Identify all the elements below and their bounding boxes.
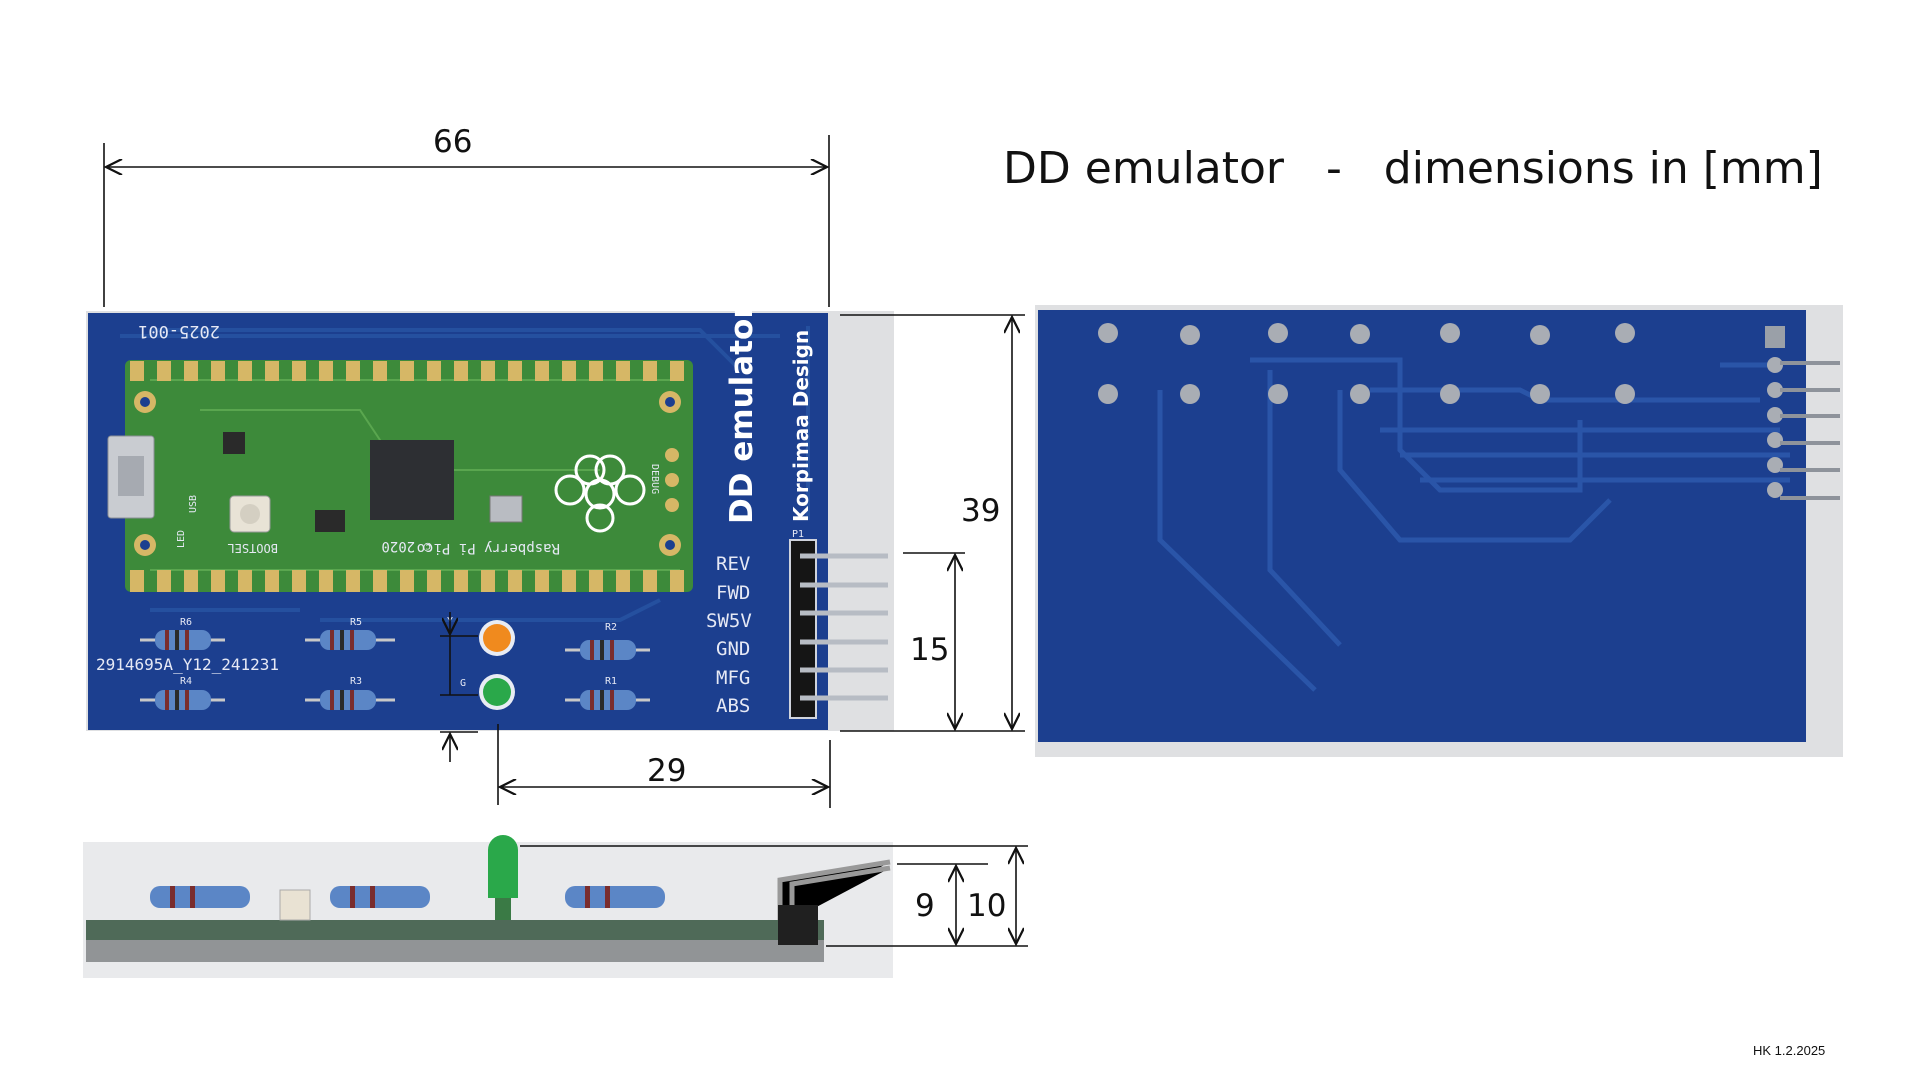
pin-label-sw5v: SW5V [706, 610, 752, 632]
resistor-label-r5: R5 [350, 617, 362, 628]
led-green [483, 678, 511, 706]
header-label: P1 [792, 529, 804, 540]
dim-height-label: 39 [961, 493, 1001, 529]
side-pcb-edge [86, 920, 824, 940]
pin-label-rev: REV [716, 553, 750, 575]
side-led [488, 835, 518, 898]
side-resistors [150, 886, 665, 908]
pin-label-gnd: GND [716, 638, 750, 660]
resistor-r4 [140, 690, 225, 710]
dimension-lines [103, 135, 1028, 947]
pico-pads [130, 361, 684, 592]
resistor-label-r6: R6 [180, 617, 192, 628]
header-pins [800, 553, 888, 701]
pcb-back-photo [1035, 305, 1843, 757]
resistor-label-r3: R3 [350, 676, 362, 687]
dim-side-pcb-label: 9 [915, 888, 935, 924]
back-header-pins [1780, 361, 1840, 500]
back-traces [1157, 357, 1790, 692]
raspberry-logo [554, 454, 646, 533]
pico-silk-year: © 2020 [381, 538, 432, 554]
resistor-r5 [305, 630, 395, 650]
dim-side-total-label: 10 [967, 888, 1007, 924]
pcb-rev-mark: 2025-001 [138, 321, 220, 341]
pico-silk-bootsel: BOOTSEL [227, 541, 278, 555]
back-solder-joints [1098, 323, 1783, 498]
pico-silk-led: LED [176, 530, 187, 548]
led-yellow [483, 624, 511, 652]
pico-silk-debug: DEBUG [649, 464, 660, 494]
resistor-label-r1: R1 [605, 676, 617, 687]
drawing-title: DD emulator - dimensions in [mm] [1003, 143, 1823, 194]
pcb-front-photo: Raspberry Pi Pico © 2020 BOOTSEL DEBUG U… [86, 303, 894, 731]
resistor-r2 [565, 640, 650, 660]
pin-label-fwd: FWD [716, 582, 750, 604]
pico-silk-usb: USB [188, 495, 199, 513]
pcb-side-photo [83, 835, 893, 978]
pcb-designer: Korpimaa Design [789, 330, 813, 522]
resistor-label-r2: R2 [605, 622, 617, 633]
resistor-label-r4: R4 [180, 676, 192, 687]
pcb-part-number: 2914695A_Y12_241231 [96, 655, 279, 674]
resistors [140, 630, 650, 710]
pico-silk-name: Raspberry Pi Pico [417, 540, 560, 556]
led-label-g: G [460, 678, 466, 689]
pcb-back-board [1038, 310, 1806, 742]
resistor-r6 [140, 630, 225, 650]
pin-label-mfg: MFG [716, 667, 750, 689]
rp2040-chip [370, 440, 454, 520]
resistor-r3 [305, 690, 395, 710]
footer-note: HK 1.2.2025 [1753, 1043, 1826, 1058]
resistor-r1 [565, 690, 650, 710]
dim-width-label: 66 [433, 124, 473, 160]
pin-label-abs: ABS [716, 695, 750, 717]
pcb-board-name: DD emulator [724, 303, 760, 524]
pin-header [789, 539, 817, 719]
dim-header-span-label: 15 [910, 632, 950, 668]
